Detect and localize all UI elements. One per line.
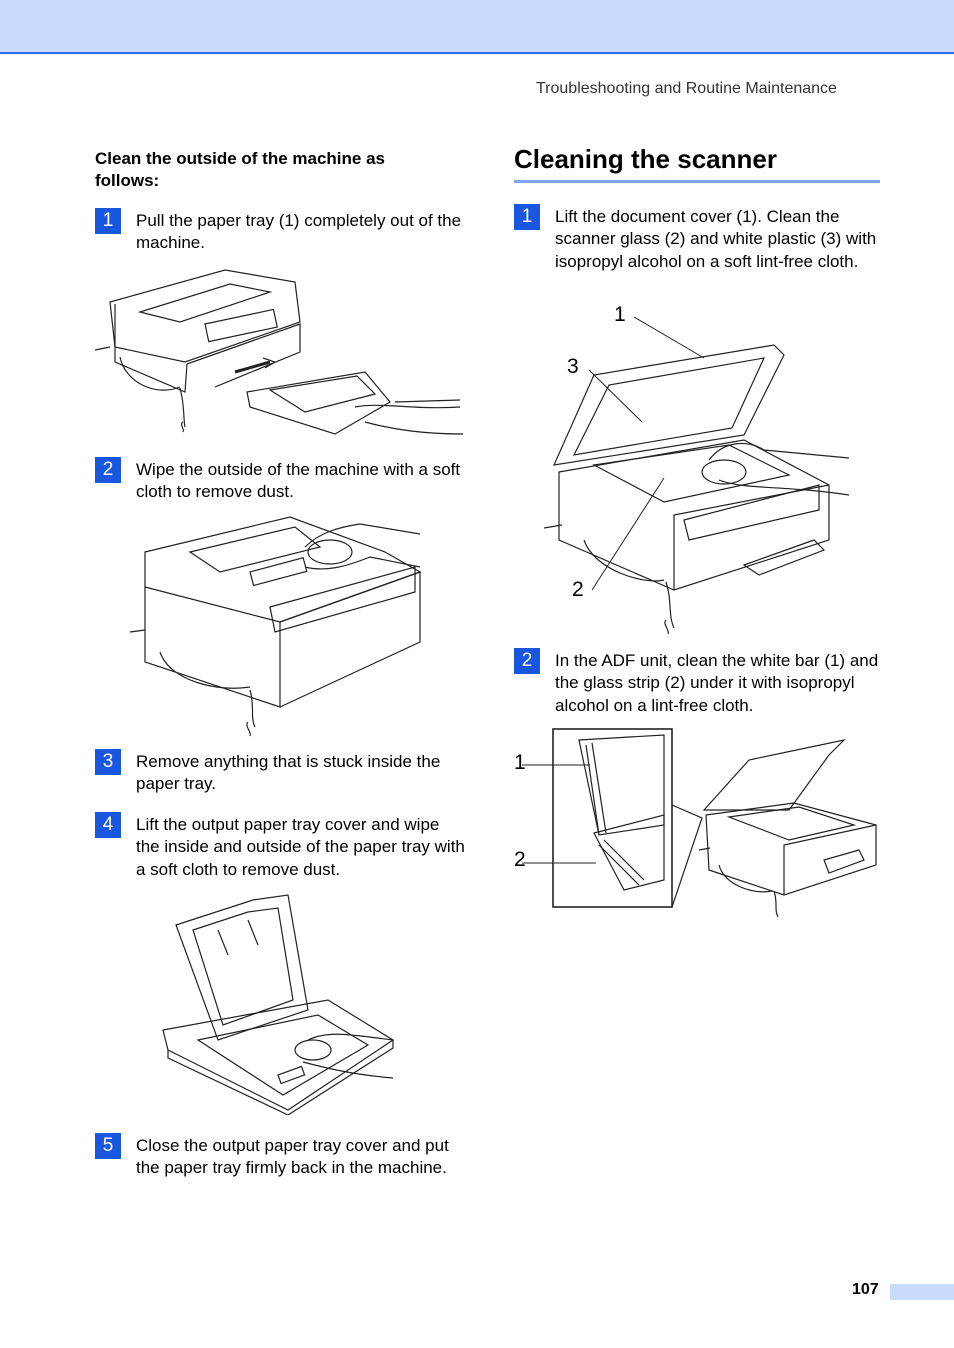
left-subheading: Clean the outside of the machine as foll… bbox=[95, 149, 386, 190]
figure-wipe-machine bbox=[130, 512, 430, 737]
figure-adf-unit bbox=[514, 725, 884, 925]
page-number: 107 bbox=[852, 1281, 879, 1298]
callout-label: 3 bbox=[567, 355, 579, 378]
step-text: Pull the paper tray (1) completely out o… bbox=[136, 211, 462, 253]
step-number-badge: 2 bbox=[514, 648, 540, 674]
figure-paper-tray-removal bbox=[95, 262, 465, 440]
left-step-4: 4 Lift the output paper tray cover and w… bbox=[95, 812, 465, 884]
callout-label: 1 bbox=[614, 303, 626, 326]
callout-label: 1 bbox=[514, 751, 526, 774]
step-number-badge: 1 bbox=[95, 208, 121, 234]
header-band bbox=[0, 0, 954, 54]
section-title: Cleaning the scanner bbox=[514, 144, 880, 183]
right-step-2: 2 In the ADF unit, clean the white bar (… bbox=[514, 648, 880, 720]
step-number-badge: 1 bbox=[514, 204, 540, 230]
step-number-badge: 3 bbox=[95, 749, 121, 775]
step-text: Wipe the outside of the machine with a s… bbox=[136, 460, 461, 502]
figure-wipe-paper-tray bbox=[158, 890, 398, 1115]
left-step-5: 5 Close the output paper tray cover and … bbox=[95, 1133, 465, 1205]
left-step-1: 1 Pull the paper tray (1) completely out… bbox=[95, 208, 465, 258]
step-text: Lift the output paper tray cover and wip… bbox=[136, 815, 465, 879]
left-step-2: 2 Wipe the outside of the machine with a… bbox=[95, 457, 465, 507]
left-step-3: 3 Remove anything that is stuck inside t… bbox=[95, 749, 465, 799]
callout-label: 2 bbox=[572, 578, 584, 601]
step-number-badge: 5 bbox=[95, 1133, 121, 1159]
page-tab-marker bbox=[890, 1284, 954, 1300]
step-number-badge: 4 bbox=[95, 812, 121, 838]
step-text: Lift the document cover (1). Clean the s… bbox=[555, 207, 877, 271]
callout-label: 2 bbox=[514, 848, 526, 871]
step-text: In the ADF unit, clean the white bar (1)… bbox=[555, 651, 879, 715]
right-step-1: 1 Lift the document cover (1). Clean the… bbox=[514, 204, 880, 299]
step-text: Remove anything that is stuck inside the… bbox=[136, 752, 441, 794]
running-title: Troubleshooting and Routine Maintenance bbox=[536, 80, 837, 97]
step-text: Close the output paper tray cover and pu… bbox=[136, 1136, 449, 1178]
figure-scanner-glass bbox=[544, 300, 854, 635]
step-number-badge: 2 bbox=[95, 457, 121, 483]
